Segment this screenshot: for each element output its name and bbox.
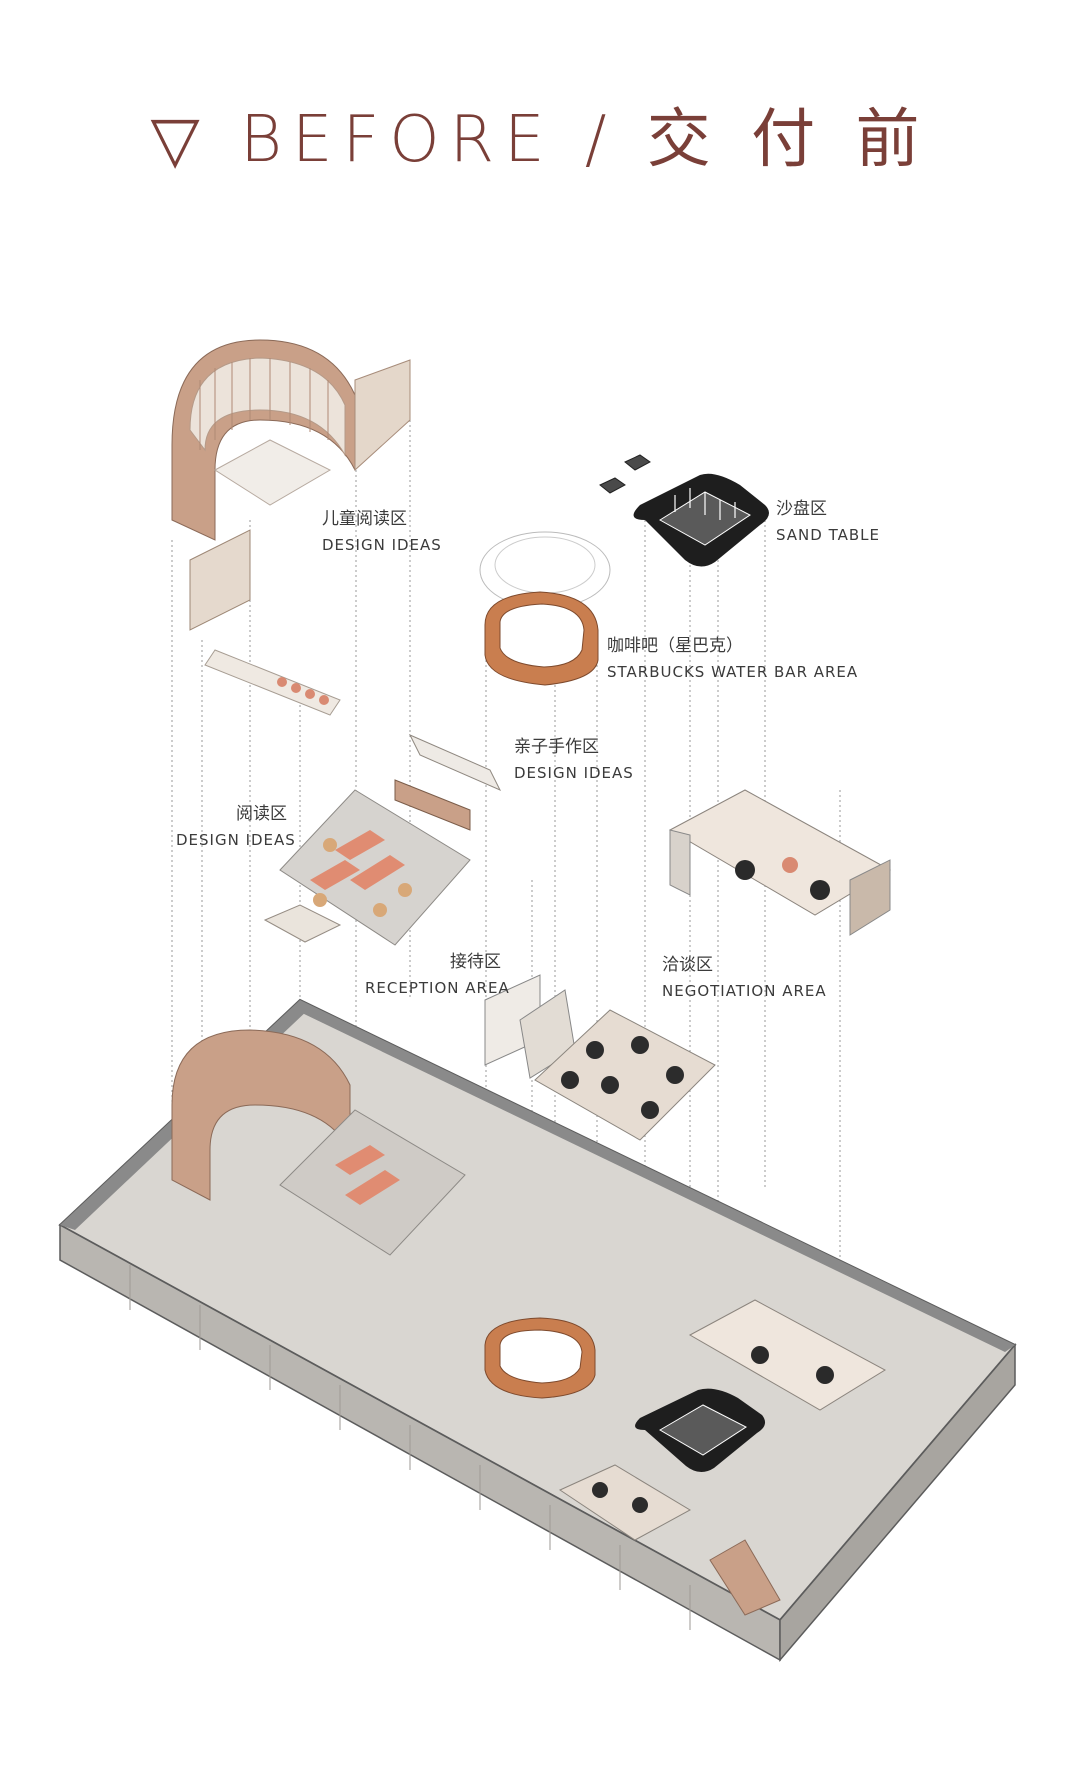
label-craft-en: DESIGN IDEAS bbox=[514, 764, 634, 782]
label-reception: 接待区 RECEPTION AREA bbox=[365, 952, 510, 997]
label-children-reading-cn: 儿童阅读区 bbox=[322, 509, 407, 529]
label-reception-en: RECEPTION AREA bbox=[365, 979, 510, 997]
page-title: ▽ BEFORE / 交 付 前 bbox=[150, 103, 930, 177]
craft-module bbox=[394, 733, 502, 831]
negotiation-module bbox=[534, 1009, 716, 1141]
label-reading: 阅读区 DESIGN IDEAS bbox=[176, 804, 296, 849]
label-coffee-bar: 咖啡吧（星巴克） STARBUCKS WATER BAR AREA bbox=[607, 636, 858, 681]
label-negotiation-cn: 洽谈区 bbox=[662, 955, 713, 975]
label-sand-table: 沙盘区 SAND TABLE bbox=[776, 499, 880, 544]
label-reading-en: DESIGN IDEAS bbox=[176, 831, 296, 849]
lounge-module bbox=[668, 789, 892, 936]
label-negotiation-en: NEGOTIATION AREA bbox=[662, 982, 827, 1000]
coffee-bar-module bbox=[479, 531, 611, 686]
label-reception-cn: 接待区 bbox=[450, 952, 501, 972]
label-craft: 亲子手作区 DESIGN IDEAS bbox=[514, 737, 634, 782]
sand-table-module bbox=[599, 454, 769, 567]
children-reading-module bbox=[171, 339, 411, 716]
label-children-reading: 儿童阅读区 DESIGN IDEAS bbox=[322, 509, 442, 554]
reading-module bbox=[263, 789, 471, 946]
label-sand-table-cn: 沙盘区 bbox=[776, 499, 827, 519]
label-craft-cn: 亲子手作区 bbox=[514, 737, 599, 757]
label-coffee-bar-en: STARBUCKS WATER BAR AREA bbox=[607, 663, 858, 681]
label-children-reading-en: DESIGN IDEAS bbox=[322, 536, 442, 554]
label-coffee-bar-cn: 咖啡吧（星巴克） bbox=[607, 636, 743, 656]
base-floor-plan bbox=[58, 998, 1017, 1663]
label-sand-table-en: SAND TABLE bbox=[776, 526, 880, 544]
label-negotiation: 洽谈区 NEGOTIATION AREA bbox=[662, 955, 827, 1000]
label-reading-cn: 阅读区 bbox=[236, 804, 287, 824]
